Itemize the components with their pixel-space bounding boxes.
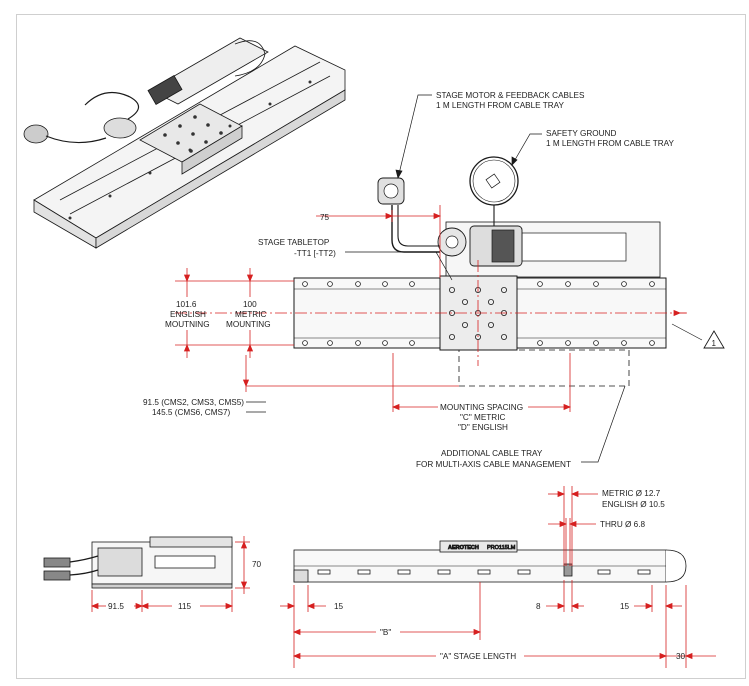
- motor-connector-inner: [445, 235, 459, 249]
- top-view-dimensions: [175, 205, 686, 412]
- end-view-connector-block: [97, 547, 143, 577]
- side-view-slots: [317, 569, 651, 575]
- iso-base-front: [95, 89, 346, 249]
- side-view: AEROTECH PRO115LM: [293, 540, 687, 583]
- metric-mounting-value: 100: [243, 300, 257, 309]
- additional-cable-tray: [458, 349, 630, 387]
- mounting-spacing-metric: "C" METRIC: [460, 413, 505, 422]
- side-view-labels: METRIC Ø 12.7 ENGLISH Ø 10.5 THRU Ø 6.8 …: [334, 489, 686, 661]
- end-view-dimensions: [90, 536, 250, 612]
- tabletop-label-1: STAGE TABLETOP: [258, 238, 330, 247]
- side-view-model: PRO115LM: [487, 545, 516, 551]
- iso-base-holes: [68, 80, 312, 220]
- warning-triangle-mark: 1: [712, 339, 717, 348]
- hole-metric-label: METRIC Ø 12.7: [602, 489, 661, 498]
- iso-motor-connector: [103, 117, 137, 139]
- side-view-brand: AEROTECH: [448, 545, 479, 551]
- dim-b-label: "B": [380, 628, 391, 637]
- dim-8-label: 8: [536, 602, 541, 611]
- side-view-carriage: [439, 540, 518, 553]
- side-view-thru-hole: [563, 563, 573, 577]
- safety-ground-label-2: 1 M LENGTH FROM CABLE TRAY: [546, 139, 675, 148]
- base-mounting-holes: [302, 281, 655, 346]
- warning-triangle-icon: [703, 330, 725, 349]
- dim-70-label: 70: [252, 560, 262, 569]
- end-view-base: [91, 583, 233, 589]
- dim-115-label: 115: [178, 602, 191, 611]
- metric-mounting-label: METRIC: [235, 310, 266, 319]
- mounting-spacing-english: "D" ENGLISH: [458, 423, 508, 432]
- english-mounting-label-2: MOUTNING: [165, 320, 210, 329]
- english-mounting-label: ENGLISH: [170, 310, 206, 319]
- additional-tray-label-1: ADDITIONAL CABLE TRAY: [441, 449, 543, 458]
- end-view-top-plate: [149, 536, 233, 548]
- feedback-connector: [491, 229, 515, 263]
- end-view-cables: [69, 555, 99, 576]
- safety-ground-lug: [485, 173, 501, 189]
- side-view-end-cap-right: [665, 549, 687, 583]
- dim-75-label: 75: [320, 213, 330, 222]
- top-cable-tray-slot: [521, 232, 627, 262]
- cms-dimension-1: 91.5 (CMS2, CMS3, CMS5): [143, 398, 244, 407]
- end-view-cable-connector-1: [43, 557, 71, 568]
- warning-leader: [671, 323, 703, 341]
- iso-connector-block: [147, 75, 183, 105]
- additional-tray-label-2: FOR MULTI-AXIS CABLE MANAGEMENT: [416, 460, 571, 469]
- tabletop-label-2: -TT1 [-TT2): [294, 249, 336, 258]
- tabletop-holes: [448, 286, 507, 340]
- mounting-spacing-label: MOUNTING SPACING: [440, 403, 523, 412]
- iso-cable-run: [45, 135, 107, 144]
- side-view-end-cap-left: [293, 569, 309, 583]
- end-view: [43, 536, 233, 589]
- isometric-view: [23, 37, 346, 249]
- dim-15-right-label: 15: [620, 602, 630, 611]
- cms-dimension-2: 145.5 (CMS6, CMS7): [152, 408, 231, 417]
- top-view-leaders: [246, 94, 626, 463]
- motor-cable-run-2: [397, 205, 440, 247]
- top-view-labels: STAGE MOTOR & FEEDBACK CABLES 1 M LENGTH…: [143, 91, 675, 469]
- dim-30-label: 30: [676, 652, 686, 661]
- motor-cables-label-2: 1 M LENGTH FROM CABLE TRAY: [436, 101, 565, 110]
- safety-ground-label-1: SAFETY GROUND: [546, 129, 616, 138]
- top-view: 1: [175, 156, 725, 387]
- drawing-frame: [16, 14, 746, 679]
- end-view-cable-connector-2: [43, 570, 71, 581]
- side-view-dimensions: [280, 486, 716, 668]
- hole-english-label: ENGLISH Ø 10.5: [602, 500, 665, 509]
- english-mounting-value: 101.6: [176, 300, 197, 309]
- motor-cables-label-1: STAGE MOTOR & FEEDBACK CABLES: [436, 91, 585, 100]
- safety-ground-coil-inner: [472, 159, 516, 203]
- thru-hole-label: THRU Ø 6.8: [600, 520, 645, 529]
- cable-end-connector-face: [383, 183, 399, 199]
- dim-a-label: "A" STAGE LENGTH: [440, 652, 516, 661]
- iso-cable-loop: [234, 40, 266, 77]
- dim-91-5-label: 91.5: [108, 602, 124, 611]
- iso-cable-coil: [84, 91, 140, 120]
- iso-end-connector: [23, 124, 49, 144]
- end-view-nameplate: [154, 555, 216, 569]
- metric-mounting-label-2: MOUNTING: [226, 320, 271, 329]
- dim-15-left-label: 15: [334, 602, 344, 611]
- iso-carriage-holes: [163, 115, 223, 153]
- iso-carriage-front: [181, 125, 243, 175]
